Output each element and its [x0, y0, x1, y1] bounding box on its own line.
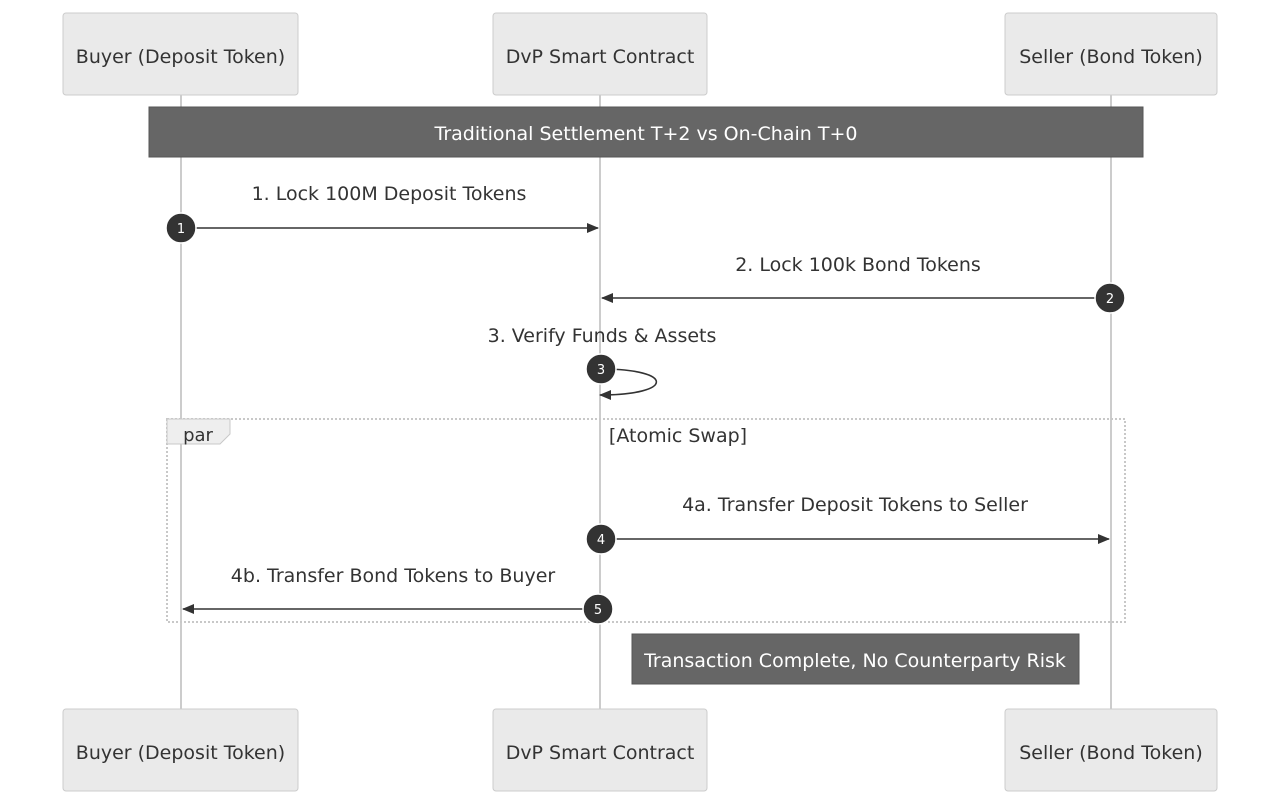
par-block-tab: [166, 418, 231, 445]
note-settlement-text: Traditional Settlement T+2 vs On-Chain T…: [434, 123, 858, 145]
sequence-number-4-text: 4: [597, 533, 605, 548]
message-3-arrow: [599, 368, 658, 400]
message-4: 4a. Transfer Deposit Tokens to Seller 4: [585, 494, 1110, 555]
sequence-number-2: [1094, 282, 1126, 314]
message-5: 4b. Transfer Bond Tokens to Buyer 5: [182, 565, 614, 625]
actor-contract-bottom-label: DvP Smart Contract: [506, 742, 695, 764]
sequence-number-3-text: 3: [597, 363, 605, 378]
message-4-label: 4a. Transfer Deposit Tokens to Seller: [682, 494, 1028, 516]
actor-seller-bottom: Seller (Bond Token): [1004, 708, 1218, 792]
actor-contract-top: DvP Smart Contract: [492, 12, 708, 96]
par-block: par [Atomic Swap]: [166, 418, 1126, 623]
message-3-label: 3. Verify Funds & Assets: [488, 325, 717, 347]
sequence-number-1-text: 1: [177, 222, 185, 237]
sequence-number-2-text: 2: [1106, 292, 1114, 307]
actor-buyer-top: Buyer (Deposit Token): [62, 12, 299, 96]
sequence-number-3: [585, 353, 617, 385]
note-complete: Transaction Complete, No Counterparty Ri…: [631, 633, 1080, 685]
message-2-label: 2. Lock 100k Bond Tokens: [735, 254, 981, 276]
sequence-number-5-text: 5: [594, 603, 602, 618]
actor-buyer-bottom: Buyer (Deposit Token): [62, 708, 299, 792]
actor-buyer-top-label: Buyer (Deposit Token): [76, 46, 285, 68]
actor-seller-bottom-label: Seller (Bond Token): [1019, 742, 1203, 764]
actor-contract-top-label: DvP Smart Contract: [506, 46, 695, 68]
note-settlement: Traditional Settlement T+2 vs On-Chain T…: [148, 106, 1144, 158]
note-complete-text: Transaction Complete, No Counterparty Ri…: [643, 650, 1066, 672]
par-block-condition: [Atomic Swap]: [609, 425, 747, 447]
message-1-label: 1. Lock 100M Deposit Tokens: [252, 183, 527, 205]
sequence-number-1: [165, 212, 197, 244]
actor-buyer-bottom-label: Buyer (Deposit Token): [76, 742, 285, 764]
message-5-label: 4b. Transfer Bond Tokens to Buyer: [231, 565, 556, 587]
actor-seller-top: Seller (Bond Token): [1004, 12, 1218, 96]
par-block-keyword: par: [183, 425, 213, 446]
message-2: 2. Lock 100k Bond Tokens 2: [601, 254, 1126, 314]
message-3: 3. Verify Funds & Assets 3: [488, 325, 717, 400]
sequence-number-5: [582, 593, 614, 625]
actor-seller-top-label: Seller (Bond Token): [1019, 46, 1203, 68]
actor-contract-bottom: DvP Smart Contract: [492, 708, 708, 792]
sequence-number-4: [585, 523, 617, 555]
par-block-frame: [166, 418, 1126, 623]
message-1: 1. Lock 100M Deposit Tokens 1: [165, 183, 599, 244]
